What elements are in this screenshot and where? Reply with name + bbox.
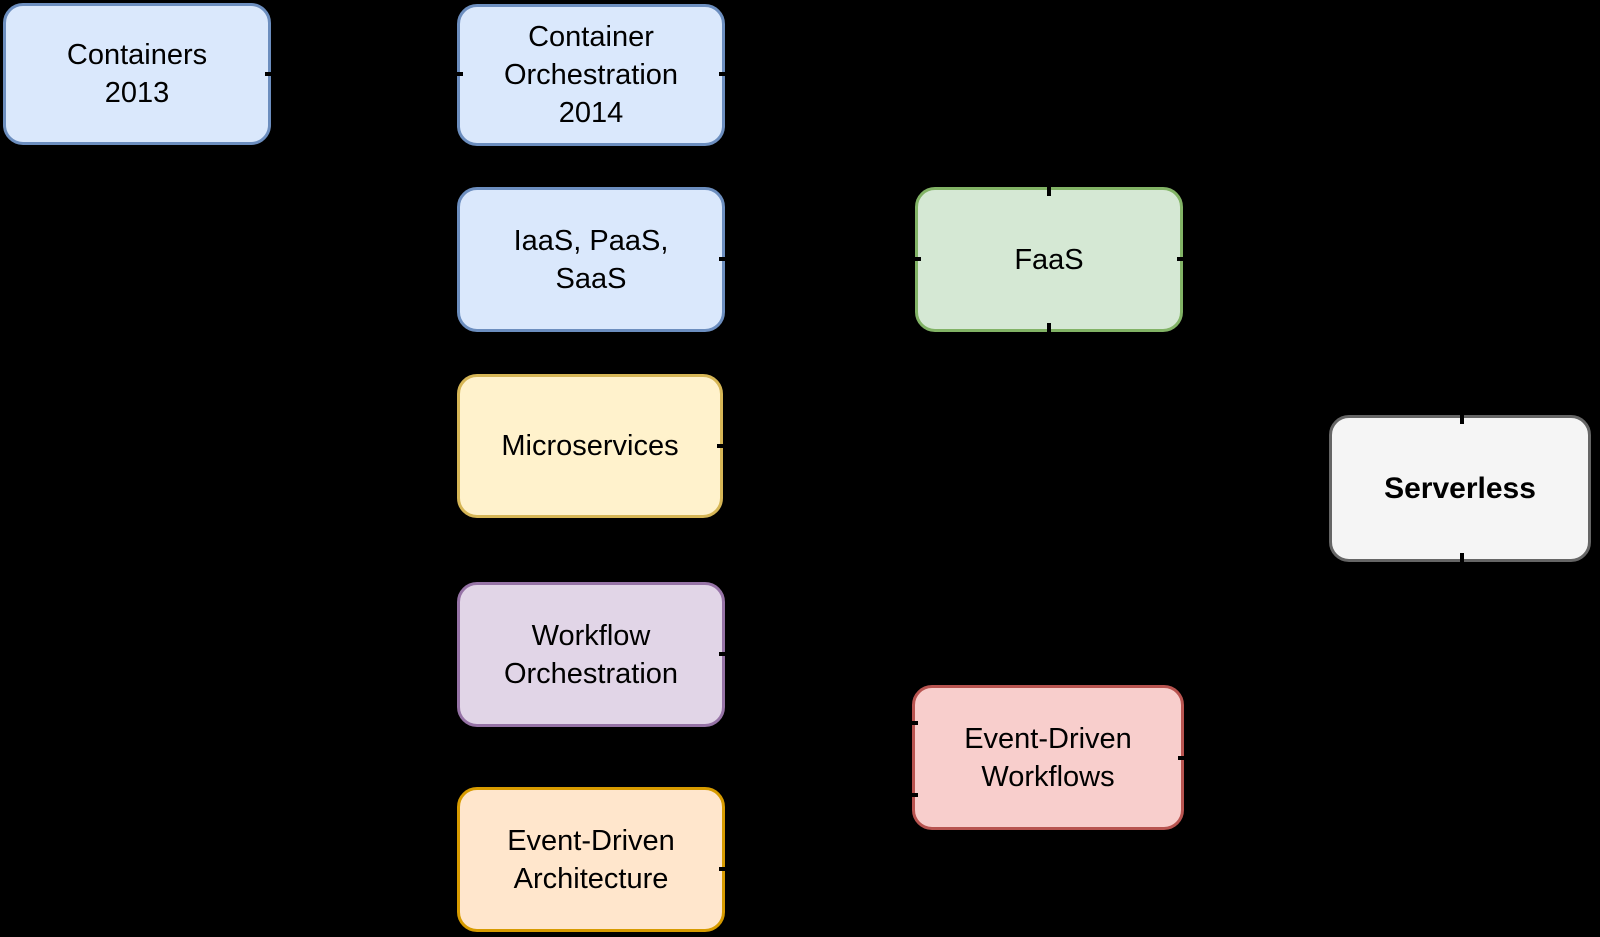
connector-stub — [1047, 323, 1051, 335]
node-container-orchestration-2014-label: Container Orchestration 2014 — [503, 21, 679, 129]
node-iaas-paas-saas-label: IaaS, PaaS, SaaS — [513, 224, 669, 295]
node-microservices-label: Microservices — [501, 430, 679, 462]
connector-stub — [1047, 184, 1051, 196]
node-event-driven-workflows-label: Event-Driven Workflows — [964, 722, 1132, 793]
connector-stub — [906, 793, 918, 797]
node-serverless: Serverless — [1329, 415, 1591, 562]
node-faas-label: FaaS — [1014, 243, 1084, 276]
node-event-driven-workflows: Event-Driven Workflows — [912, 685, 1184, 830]
node-serverless-label: Serverless — [1384, 471, 1536, 505]
connector-stub — [909, 257, 921, 261]
node-containers-2013: Containers 2013 — [3, 3, 271, 145]
connector-stub — [1460, 553, 1464, 565]
node-workflow-orchestration: Workflow Orchestration — [457, 582, 725, 727]
connector-stub — [717, 444, 729, 448]
node-iaas-paas-saas: IaaS, PaaS, SaaS — [457, 187, 725, 332]
connector-stub — [719, 652, 731, 656]
node-microservices: Microservices — [457, 374, 723, 518]
connector-stub — [1177, 257, 1189, 261]
node-containers-2013-label: Containers 2013 — [66, 39, 208, 109]
node-event-driven-architecture-label: Event-Driven Architecture — [507, 824, 675, 895]
connector-stub — [906, 721, 918, 725]
node-workflow-orchestration-label: Workflow Orchestration — [503, 619, 679, 690]
connector-stub — [1460, 412, 1464, 424]
node-faas: FaaS — [915, 187, 1183, 332]
connector-stub — [719, 257, 731, 261]
node-event-driven-architecture: Event-Driven Architecture — [457, 787, 725, 932]
node-container-orchestration-2014: Container Orchestration 2014 — [457, 4, 725, 146]
connector-stub — [719, 72, 731, 76]
connector-stub — [265, 72, 277, 76]
connector-stub — [451, 72, 463, 76]
connector-stub — [1178, 756, 1190, 760]
connector-stub — [719, 867, 731, 871]
